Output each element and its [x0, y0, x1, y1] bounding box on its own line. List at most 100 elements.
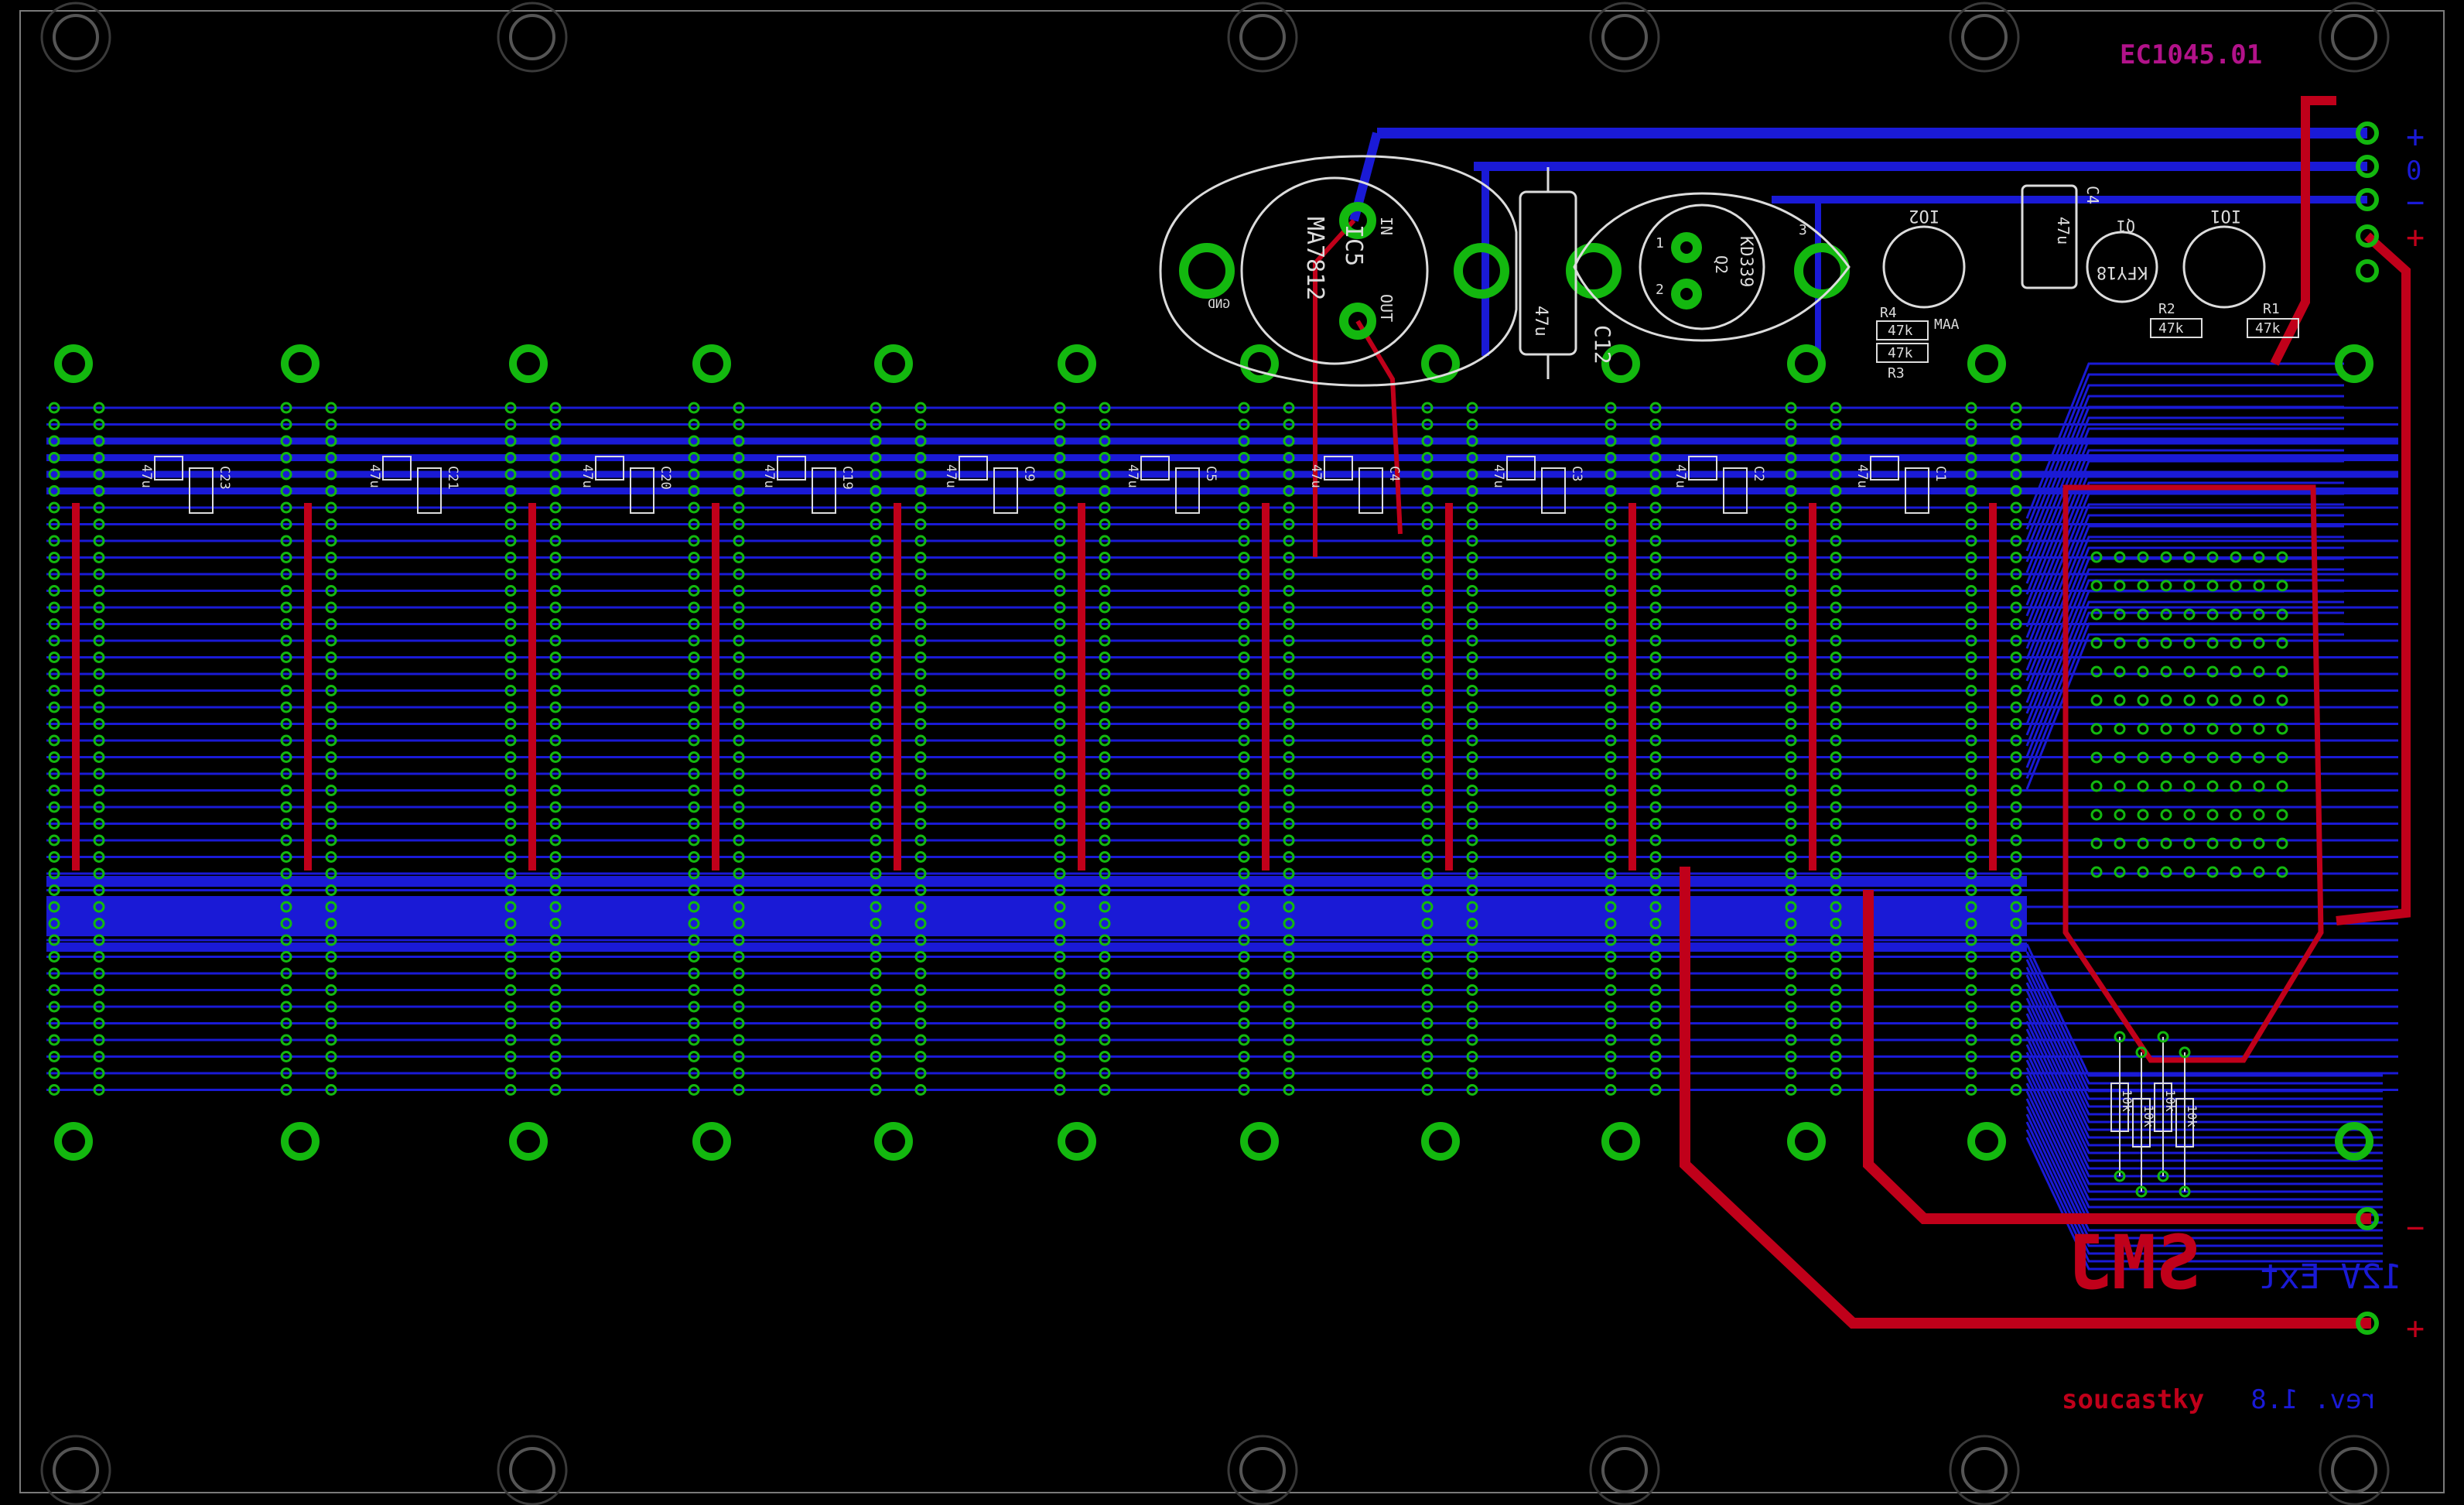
- header-pad: [870, 934, 882, 946]
- cap-body: [1688, 456, 1717, 481]
- guide-pad: [1787, 1122, 1826, 1161]
- header-pad: [93, 1018, 105, 1029]
- header-pad: [733, 768, 745, 780]
- power-label: 12V Ext: [2259, 1257, 2402, 1297]
- bottom-resistor[interactable]: 10k: [2110, 1031, 2134, 1182]
- header-pad: [1099, 1051, 1111, 1062]
- header-pad: [870, 951, 882, 963]
- header-pad: [1649, 751, 1662, 763]
- component-pad: [1671, 232, 1702, 263]
- r2-resistor[interactable]: 47k R2: [2150, 301, 2203, 338]
- header-pad: [1099, 535, 1111, 547]
- socket-pad: [2253, 608, 2265, 621]
- header-pad: [1421, 901, 1434, 913]
- bottom-resistor[interactable]: 10k: [2132, 1046, 2156, 1198]
- q1-transistor[interactable]: [2086, 231, 2158, 303]
- cap-ref: C23: [217, 466, 232, 490]
- header-pad: [280, 452, 292, 463]
- ic5-regulator[interactable]: [1159, 155, 1518, 387]
- header-pad: [1649, 485, 1662, 497]
- header-pad: [504, 818, 517, 829]
- header-pad: [1649, 668, 1662, 680]
- header-pad: [1283, 402, 1295, 414]
- header-pad: [549, 419, 562, 430]
- header-pad: [48, 1051, 60, 1062]
- header-pad: [1283, 435, 1295, 447]
- cap-ref: C21: [445, 466, 460, 490]
- c12-name: C12: [1590, 325, 1615, 364]
- header-pad: [1785, 734, 1797, 747]
- socket-pad: [2114, 637, 2126, 649]
- header-pad: [1830, 701, 1842, 713]
- header-pad: [870, 419, 882, 430]
- revision-text: rev. 1.8: [2250, 1384, 2377, 1415]
- header-pad: [1649, 851, 1662, 863]
- header-pad: [1965, 552, 1977, 563]
- bottom-resistor[interactable]: 10k: [2175, 1046, 2199, 1198]
- r1-resistor[interactable]: 47k R1: [2247, 301, 2299, 338]
- conn-sign-minus: −: [2406, 185, 2425, 221]
- r4-resistor[interactable]: R4 47k: [1876, 305, 1929, 340]
- header-pad: [1605, 585, 1617, 597]
- header-pad: [1421, 1067, 1434, 1079]
- socket-pad: [2183, 580, 2196, 592]
- mounting-hole: [1227, 1435, 1298, 1505]
- cap-body: [1140, 456, 1170, 481]
- header-pad: [549, 901, 562, 913]
- header-pad: [48, 419, 60, 430]
- header-pad: [1054, 501, 1066, 514]
- header-pad: [504, 934, 517, 946]
- header-pad: [549, 535, 562, 547]
- bottom-resistor[interactable]: 10k: [2154, 1031, 2178, 1182]
- header-pad: [870, 601, 882, 614]
- socket-pad: [2230, 551, 2242, 563]
- io1-package[interactable]: [2182, 225, 2266, 309]
- header-pad: [549, 934, 562, 946]
- r3-resistor[interactable]: 47k R3: [1876, 343, 1929, 381]
- fan-trace: [2025, 1013, 2383, 1147]
- header-pad: [1605, 768, 1617, 780]
- cap-ref: C20: [658, 466, 673, 490]
- header-pad: [1099, 918, 1111, 929]
- fan-trace: [2025, 384, 2344, 541]
- header-pad: [48, 801, 60, 813]
- header-pad: [325, 652, 337, 663]
- header-pad: [1965, 851, 1977, 863]
- c12-capacitor[interactable]: [1519, 167, 1577, 379]
- socket-pad: [2183, 694, 2196, 706]
- header-pad: [1283, 951, 1295, 963]
- header-pad: [1238, 851, 1250, 863]
- header-pad: [1466, 967, 1478, 980]
- header-pad: [733, 485, 745, 497]
- header-pad: [733, 834, 745, 847]
- guide-pad: [1787, 344, 1826, 383]
- header-pad: [688, 768, 700, 780]
- header-pad: [325, 485, 337, 497]
- header-pad: [688, 1067, 700, 1079]
- connector-pad: [2356, 224, 2379, 248]
- c-top-capacitor[interactable]: [2021, 184, 2078, 289]
- header-pad: [325, 785, 337, 796]
- header-pad: [1649, 501, 1662, 514]
- header-pad: [1283, 1051, 1295, 1062]
- io2-package[interactable]: [1882, 225, 1966, 309]
- header-pad: [1965, 934, 1977, 946]
- header-pad: [733, 685, 745, 696]
- header-pad: [93, 984, 105, 996]
- q2-transistor[interactable]: [1573, 192, 1851, 342]
- header-pad: [733, 1034, 745, 1046]
- header-pad: [1785, 984, 1797, 996]
- header-pad: [1238, 668, 1250, 680]
- mounting-hole: [1961, 1447, 2008, 1493]
